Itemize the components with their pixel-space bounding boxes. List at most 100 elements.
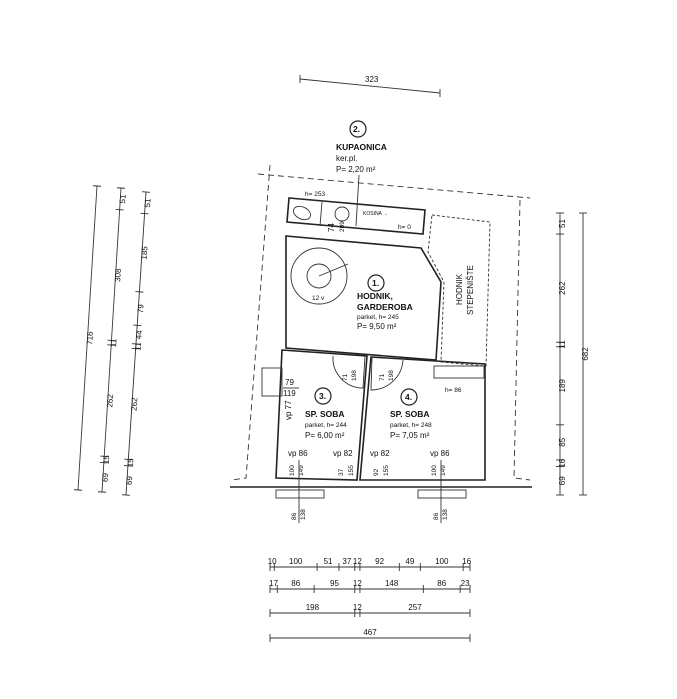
dimension-label: 95 (330, 579, 339, 588)
room-3-area: P= 6,00 m² (305, 431, 345, 440)
bath-floor: ker.pl. (336, 154, 357, 163)
top-dimension-label: 323 (365, 75, 379, 84)
hall-walls (285, 235, 442, 361)
bath-dim-a: 74 (327, 223, 336, 232)
room-4-door-b: 198 (388, 370, 395, 381)
dimension-label: 11 (109, 338, 119, 347)
dimension-label: 85 (558, 437, 567, 446)
dimension-label: 23 (461, 579, 470, 588)
spiral-stair-icon (290, 247, 348, 305)
room-2-marker (349, 120, 367, 138)
dimension-label: 100 (435, 557, 449, 566)
hall-name-2: GARDEROBA (357, 302, 413, 312)
dimension-tick (133, 324, 142, 327)
dimension-label: 15 (102, 454, 112, 464)
room-4-door-vp: vp 82 (370, 449, 390, 458)
spiral-stair-core (306, 263, 332, 289)
door-swing-room-3 (332, 355, 366, 389)
property-boundary-right (513, 199, 531, 481)
room-4-area: P= 7,05 m² (390, 431, 430, 440)
room-4-marker (400, 388, 418, 406)
bath-name: KUPAONICA (336, 142, 387, 152)
dimension-label: 198 (306, 603, 320, 612)
room-4-door-dim-b: 155 (383, 465, 390, 476)
room-3-win-a: 100 (289, 465, 296, 476)
property-boundary-left (231, 164, 271, 481)
dimension-tick (131, 347, 140, 350)
room-4-below-b: 138 (442, 509, 449, 520)
dimension-tick (121, 494, 131, 496)
dimension-label: 467 (363, 628, 377, 637)
room-3-marker (314, 387, 332, 405)
room-3-number: 3. (319, 391, 326, 401)
stairwell-label-1: HODNIK (455, 273, 464, 305)
top-dimension-line (299, 78, 441, 94)
room-4-door-dim-a: 92 (373, 468, 380, 476)
dimension-label: 69 (101, 472, 111, 482)
dimension-label: 11 (134, 341, 144, 350)
dimension-label: 262 (130, 397, 140, 411)
dimension-label: 10 (268, 557, 277, 566)
room-3-door-b: 198 (351, 370, 358, 381)
bath-area: P= 2,20 m² (336, 165, 376, 174)
dimension-tick (140, 212, 149, 215)
hall-name-1: HODNIK, (357, 291, 393, 301)
room-4-h-shelf: h= 86 (445, 387, 462, 394)
dimension-tick (131, 343, 140, 345)
dimension-label: 189 (558, 379, 567, 393)
dimension-tick (124, 458, 133, 461)
room-3-below-b: 138 (300, 509, 307, 520)
room-3-name: SP. SOBA (305, 409, 345, 419)
dimension-label: 51 (324, 557, 333, 566)
room-4-win-b: 149 (440, 465, 447, 476)
stair-count: 12 v (312, 295, 325, 302)
dimension-label: 49 (405, 557, 414, 566)
room-3-door-a: 71 (342, 373, 349, 381)
dimension-label: 716 (85, 331, 95, 345)
dimension-label: 185 (140, 245, 150, 259)
bath-dim-b: 209 (339, 221, 346, 232)
dimension-label: 51 (143, 198, 153, 208)
dimension-label: 12 (353, 579, 362, 588)
leader-line (355, 174, 360, 227)
room-1-number: 1. (372, 278, 379, 288)
partition-line (319, 201, 323, 227)
room-4-walls (359, 356, 486, 481)
dimension-label: 92 (375, 557, 384, 566)
room-4-win-a: 100 (431, 465, 438, 476)
room-4-win-vp: vp 86 (430, 449, 450, 458)
room-1-marker (367, 274, 385, 292)
dimension-label: 37 (342, 557, 351, 566)
dimension-label: 262 (105, 393, 115, 407)
dimension-label: 17 (269, 579, 278, 588)
room-3-vp-side: vp 77 (284, 400, 293, 420)
dimension-label: 86 (291, 579, 300, 588)
dimension-label: 86 (437, 579, 446, 588)
room-3-niche-b: 119 (283, 389, 296, 398)
door-swing-room-4 (370, 357, 404, 391)
room-3-niche-a: 79 (285, 378, 294, 387)
bath-h-right: h= 0 (398, 224, 411, 231)
window-room-3 (275, 489, 325, 499)
hall-area: P= 9,50 m² (357, 322, 397, 331)
dimension-label: 11 (558, 340, 567, 349)
dimension-line (77, 185, 98, 491)
dimension-label: 51 (558, 219, 567, 228)
room-4-door-a: 71 (379, 373, 386, 381)
room-4-floor: parket, h= 248 (390, 422, 432, 429)
dimension-label: 16 (558, 458, 567, 467)
room-4-number: 4. (405, 392, 412, 402)
dimension-label: 16 (462, 557, 471, 566)
hall-floor: parket, h= 245 (357, 314, 399, 321)
bathroom-walls (286, 197, 426, 235)
dimension-label: 15 (126, 458, 136, 468)
dimension-label: 148 (385, 579, 399, 588)
room-2-number: 2. (353, 124, 360, 134)
dimension-label: 79 (136, 303, 146, 313)
dimension-label: 257 (408, 603, 422, 612)
dimension-label: 12 (353, 603, 362, 612)
dimension-label: 262 (558, 281, 567, 295)
dimension-label: 12 (353, 557, 362, 566)
dimension-tick (141, 191, 151, 193)
